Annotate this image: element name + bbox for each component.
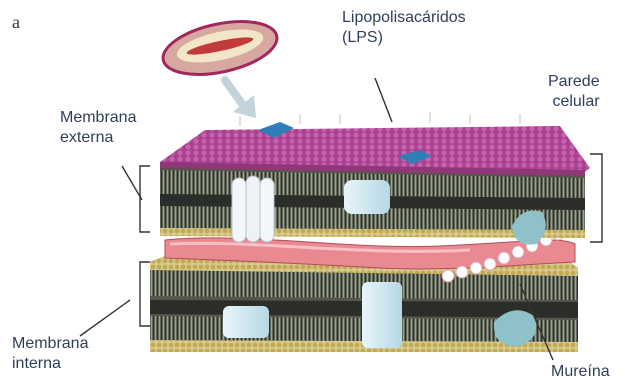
cell-wall-label-line2: celular (548, 92, 600, 112)
murein-label: Mureína (551, 362, 610, 382)
cell-wall-bracket (590, 154, 602, 242)
lps-label: Lipopolisacáridos (LPS) (342, 8, 466, 48)
inner-membrane-leader (80, 300, 130, 336)
cell-wall-label: Parede celular (548, 72, 600, 112)
panel-letter: a (12, 12, 20, 32)
porin-protein (232, 176, 274, 242)
bacterium-cell (158, 12, 281, 83)
zoom-arrow (225, 80, 256, 118)
outer-membrane-label-line1: Membrana (60, 108, 136, 128)
inner-membrane-label-line2: interna (12, 354, 88, 374)
outer-membrane-label: Membrana externa (60, 108, 136, 148)
lps-surface (160, 112, 590, 176)
inner-membrane-bracket (140, 262, 150, 326)
inner-membrane-label: Membrana interna (12, 334, 88, 374)
outer-membrane-label-line2: externa (60, 128, 136, 148)
outer-membrane-leader (122, 166, 142, 200)
lps-label-line1: Lipopolisacáridos (342, 8, 466, 28)
inner-membrane-label-line1: Membrana (12, 334, 88, 354)
cell-wall-label-line1: Parede (548, 72, 600, 92)
lps-leader (375, 78, 392, 122)
lps-label-line2: (LPS) (342, 28, 466, 48)
